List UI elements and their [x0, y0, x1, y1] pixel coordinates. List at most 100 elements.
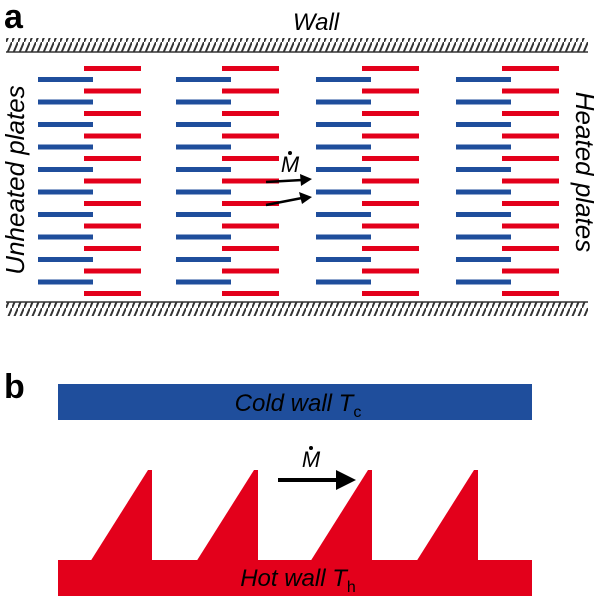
unheated-plate	[456, 99, 511, 105]
unheated-plate	[38, 257, 93, 262]
unheated-plate	[456, 257, 511, 262]
heated-plate	[362, 88, 419, 94]
sawtooth-fin	[310, 470, 372, 562]
hot-wall	[58, 560, 532, 596]
flow-arrow-a-upper	[265, 174, 312, 186]
heated-plate	[362, 201, 419, 206]
unheated-plate	[176, 167, 231, 172]
top-wall	[6, 38, 588, 52]
hot-wall-label: Hot wall Th	[240, 565, 356, 596]
flow-rate-dot-b	[309, 446, 313, 450]
panel-b-label: b	[4, 368, 25, 406]
heated-plate	[84, 246, 141, 251]
sawtooth-fin	[416, 470, 478, 562]
heated-plate	[222, 268, 279, 274]
heated-plate	[222, 291, 279, 296]
unheated-plate	[176, 212, 231, 217]
unheated-plate	[316, 144, 371, 150]
heated-plate	[84, 178, 141, 184]
unheated-plate	[316, 99, 371, 105]
plate-array	[38, 66, 559, 296]
heated-plate	[502, 201, 559, 206]
heated-plate	[362, 156, 419, 161]
unheated-plate	[316, 257, 371, 262]
unheated-plate	[456, 77, 511, 82]
unheated-plate	[316, 77, 371, 82]
unheated-plate	[38, 167, 93, 172]
heated-plate	[502, 246, 559, 251]
heated-plate	[222, 156, 279, 161]
unheated-plate	[176, 257, 231, 262]
heated-plate	[222, 88, 279, 94]
unheated-plate	[316, 234, 371, 240]
heated-plate	[84, 111, 141, 116]
unheated-plate	[456, 144, 511, 150]
unheated-plate	[176, 234, 231, 240]
cold-wall-label: Cold wall Tc	[235, 390, 362, 421]
unheated-plate	[38, 77, 93, 82]
hot-wall-subscript: h	[347, 579, 356, 596]
heated-plate	[362, 111, 419, 116]
unheated-plate	[38, 234, 93, 240]
bottom-wall	[6, 302, 588, 316]
panel-a: a Wall Unheated plates Heated plates M	[0, 0, 594, 316]
unheated-plate	[176, 279, 231, 285]
unheated-plate	[176, 189, 231, 195]
unheated-plate	[316, 279, 371, 285]
heated-plate	[84, 201, 141, 206]
unheated-plate	[176, 122, 231, 127]
heated-plate	[222, 111, 279, 116]
heated-plate	[362, 66, 419, 71]
heated-plate	[502, 268, 559, 274]
heated-plate	[84, 223, 141, 229]
heated-plate	[362, 178, 419, 184]
unheated-plate	[176, 144, 231, 150]
heated-plate	[502, 66, 559, 71]
flow-rate-label-b: M	[302, 447, 321, 472]
flow-rate-dot-a	[288, 151, 292, 155]
panel-a-label: a	[4, 0, 24, 36]
flow-arrow-a-lower	[265, 192, 312, 207]
heated-plates-label: Heated plates	[570, 92, 594, 252]
cold-wall	[58, 384, 532, 420]
unheated-plate	[316, 189, 371, 195]
flow-rate-label-a: M	[281, 152, 300, 177]
heated-plate	[222, 178, 279, 184]
wall-label: Wall	[293, 9, 340, 36]
heated-plate	[84, 133, 141, 139]
cold-wall-text: Cold wall T	[235, 390, 356, 417]
flow-arrow-b	[278, 470, 356, 490]
heated-plate	[502, 133, 559, 139]
heated-plate	[502, 156, 559, 161]
unheated-plate	[38, 144, 93, 150]
hot-wall-text: Hot wall T	[240, 565, 349, 592]
unheated-plate	[456, 234, 511, 240]
hot-wall-sawteeth	[90, 470, 478, 562]
unheated-plate	[456, 167, 511, 172]
sawtooth-fin	[90, 470, 152, 562]
heated-plate	[502, 178, 559, 184]
heated-plate	[84, 66, 141, 71]
unheated-plate	[456, 122, 511, 127]
heated-plate	[362, 246, 419, 251]
unheated-plate	[38, 99, 93, 105]
heated-plate	[222, 223, 279, 229]
cold-wall-subscript: c	[353, 404, 361, 421]
heated-plate	[502, 88, 559, 94]
unheated-plate	[38, 212, 93, 217]
heated-plate	[84, 156, 141, 161]
heated-plate	[502, 291, 559, 296]
heated-plate	[362, 133, 419, 139]
unheated-plate	[38, 279, 93, 285]
heated-plate	[222, 66, 279, 71]
unheated-plate	[316, 212, 371, 217]
unheated-plate	[176, 77, 231, 82]
heated-plate	[84, 291, 141, 296]
unheated-plates-label: Unheated plates	[0, 85, 30, 274]
unheated-plate	[316, 122, 371, 127]
heated-plate	[84, 88, 141, 94]
heated-plate	[222, 246, 279, 251]
heated-plate	[362, 291, 419, 296]
unheated-plate	[456, 212, 511, 217]
